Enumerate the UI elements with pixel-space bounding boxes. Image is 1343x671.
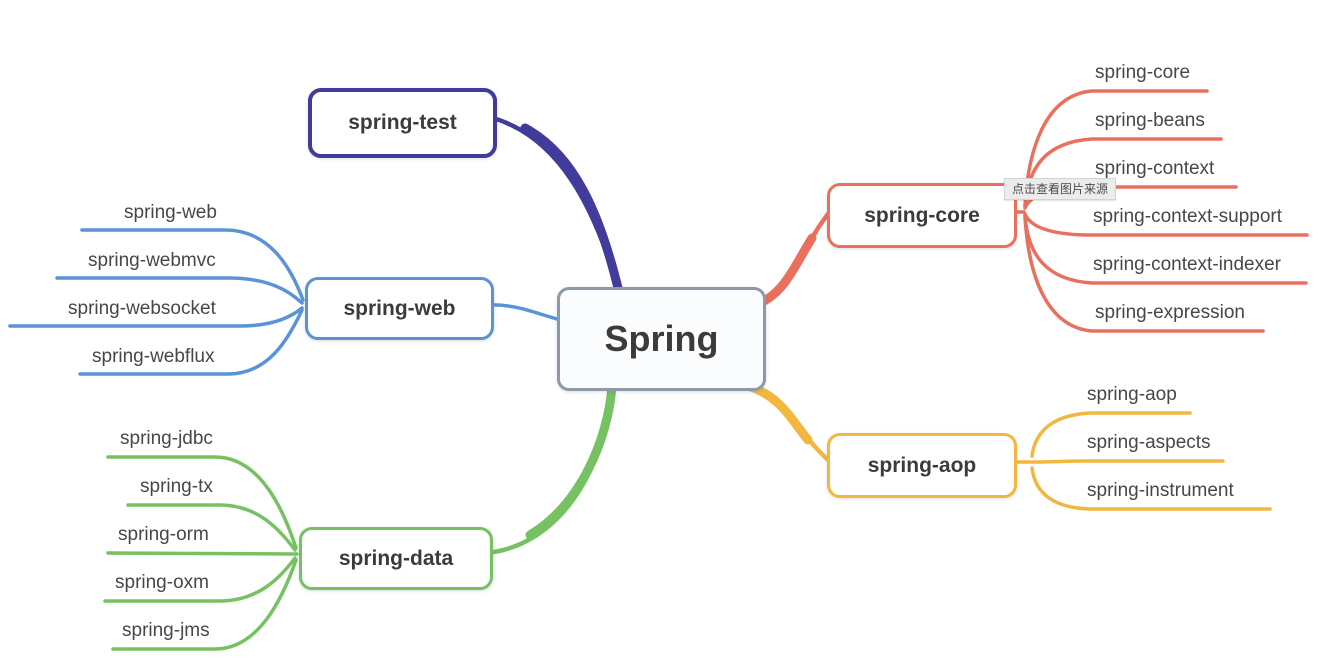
leaf-web-spring-web[interactable]: spring-web: [124, 202, 217, 223]
leaf-web-spring-webflux[interactable]: spring-webflux: [92, 346, 215, 367]
topic-spring-aop[interactable]: spring-aop: [827, 433, 1017, 498]
image-source-tooltip[interactable]: 点击查看图片来源: [1004, 178, 1117, 200]
leaf-data-spring-oxm[interactable]: spring-oxm: [115, 572, 209, 593]
topic-spring-core[interactable]: spring-core: [827, 183, 1017, 248]
leaf-data-spring-tx[interactable]: spring-tx: [140, 476, 213, 497]
topic-spring-test[interactable]: spring-test: [308, 88, 497, 158]
leaf-aop-spring-aop[interactable]: spring-aop: [1087, 384, 1177, 405]
topic-spring-web[interactable]: spring-web: [305, 277, 494, 340]
branch-curve-web: [8, 228, 559, 376]
branch-curve-test: [486, 114, 623, 293]
central-topic-label: Spring: [604, 318, 719, 359]
leaf-core-spring-beans[interactable]: spring-beans: [1095, 110, 1205, 131]
topic-spring-data-label: spring-data: [338, 546, 454, 570]
central-topic-spring[interactable]: Spring: [557, 287, 766, 391]
leaf-core-spring-expression[interactable]: spring-expression: [1095, 302, 1245, 323]
topic-spring-data[interactable]: spring-data: [299, 527, 493, 590]
leaf-web-spring-websocket[interactable]: spring-websocket: [68, 298, 216, 319]
leaf-core-spring-context[interactable]: spring-context: [1095, 158, 1215, 179]
topic-spring-core-label: spring-core: [864, 203, 980, 227]
leaf-data-spring-jdbc[interactable]: spring-jdbc: [120, 428, 213, 449]
leaf-core-spring-core[interactable]: spring-core: [1095, 62, 1191, 83]
topic-spring-test-label: spring-test: [348, 111, 457, 134]
leaf-core-spring-context-support[interactable]: spring-context-support: [1093, 206, 1283, 227]
leaf-data-spring-orm[interactable]: spring-orm: [118, 524, 209, 545]
leaf-aop-spring-aspects[interactable]: spring-aspects: [1087, 432, 1211, 453]
leaf-core-spring-context-indexer[interactable]: spring-context-indexer: [1093, 254, 1281, 275]
leaf-web-spring-webmvc[interactable]: spring-webmvc: [88, 250, 216, 271]
branch-curve-data: [103, 381, 617, 651]
leaf-data-spring-jms[interactable]: spring-jms: [122, 620, 210, 641]
leaf-aop-spring-instrument[interactable]: spring-instrument: [1087, 480, 1234, 501]
topic-spring-web-label: spring-web: [343, 296, 456, 320]
topic-spring-aop-label: spring-aop: [867, 453, 977, 477]
